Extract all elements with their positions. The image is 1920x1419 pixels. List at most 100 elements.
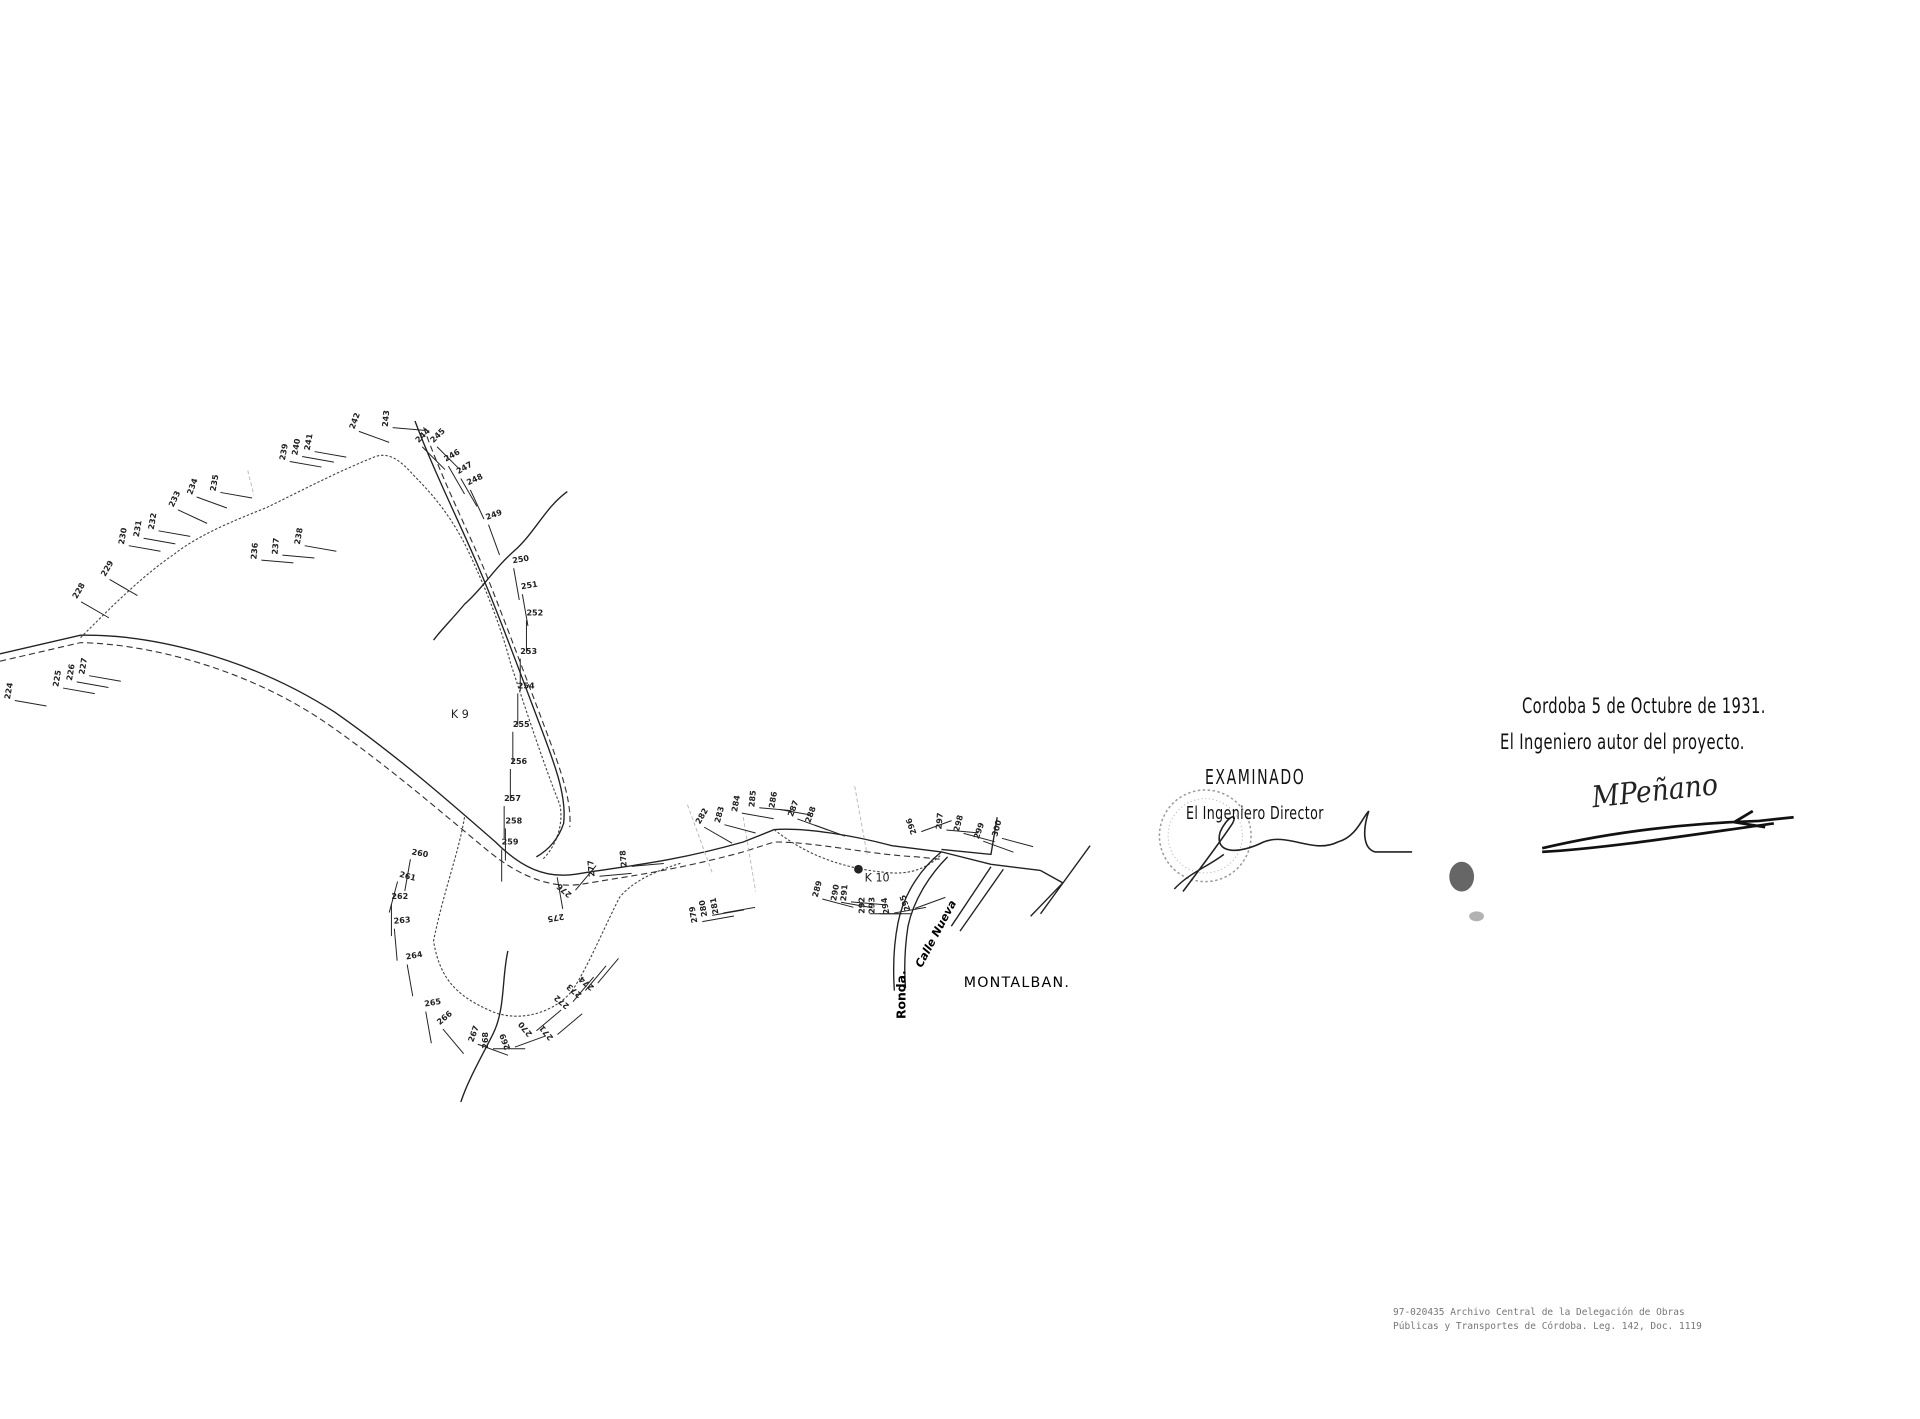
station-cross-section-line <box>741 812 774 820</box>
ronda-street <box>892 851 942 991</box>
station-cross-section-line <box>404 859 411 892</box>
station-cross-section-line <box>393 928 398 961</box>
station-cross-section-line <box>469 489 485 520</box>
station-label: 287 <box>786 799 800 818</box>
station-cross-section-line <box>63 687 95 695</box>
station-cross-section-line <box>421 446 446 470</box>
station-cross-section-line <box>536 1009 562 1032</box>
station-cross-section-line <box>921 820 952 833</box>
station-cross-section-line <box>572 976 595 1002</box>
station-label: 295 <box>898 893 912 912</box>
station-cross-section-line <box>143 537 176 545</box>
station-cross-section-line <box>778 808 811 816</box>
station-cross-section-line <box>724 824 756 834</box>
archive-note-line2: Públicas y Transportes de Córdoba. Leg. … <box>1393 1321 1702 1332</box>
author-signature-text: MPeñano <box>1589 767 1719 815</box>
station-label: 289 <box>811 879 824 898</box>
station-cross-section-line <box>76 681 109 688</box>
street-label-ronda: Ronda. <box>894 970 908 1019</box>
station-label: 242 <box>348 411 362 430</box>
archive-note: 97-020435 Archivo Central de la Delegaci… <box>1393 1306 1702 1334</box>
road-end-2 <box>1039 845 1091 915</box>
station-cross-section-line <box>514 1035 546 1048</box>
station-cross-section-line <box>556 877 564 910</box>
station-cross-section-line <box>261 559 294 564</box>
station-label: 240 <box>290 438 302 456</box>
station-label: 235 <box>209 473 221 491</box>
upper-route-axis <box>423 427 571 828</box>
station-label: 272 <box>552 993 571 1011</box>
station-label: 227 <box>77 657 89 675</box>
station-label: 300 <box>990 819 1003 838</box>
station-cross-section-line <box>822 898 854 908</box>
town-label: MONTALBAN. <box>964 975 1070 991</box>
station-cross-section-line <box>631 863 664 867</box>
station-cross-section-line <box>460 478 478 507</box>
station-label: 263 <box>393 915 411 925</box>
station-label: 243 <box>381 410 391 428</box>
station-label: 294 <box>880 897 892 915</box>
station-label: 254 <box>518 681 535 690</box>
station-label: 251 <box>520 580 539 592</box>
station-label: 256 <box>510 757 527 766</box>
station-cross-section-line <box>282 554 315 559</box>
station-cross-section-line <box>392 427 425 431</box>
km-marker-label: K 10 <box>865 872 890 885</box>
author-signature: MPeñano <box>1541 767 1794 854</box>
station-cross-section-line <box>80 601 110 619</box>
station-cross-section-line <box>584 965 607 991</box>
upper-route-edge <box>414 420 565 858</box>
station-cross-section-line <box>314 451 347 458</box>
station-label: 255 <box>513 720 530 729</box>
station-cross-section-line <box>850 901 884 906</box>
official-stamp <box>1158 789 1252 883</box>
station-cross-section-line <box>406 964 414 997</box>
station-cross-section-line <box>702 915 735 923</box>
station-label: 237 <box>270 537 280 555</box>
station-cross-section-line <box>442 1028 465 1055</box>
station-cross-section-line <box>220 491 253 499</box>
station-label: 234 <box>185 477 199 496</box>
station-label: 233 <box>167 489 182 508</box>
main-road <box>0 634 1041 876</box>
route-lines <box>0 420 1091 1103</box>
station-cross-section-line <box>128 545 161 552</box>
station-cross-section-line <box>14 699 47 707</box>
station-cross-section-line <box>597 958 619 984</box>
road-upper-right <box>941 817 998 856</box>
station-label: 245 <box>429 426 448 445</box>
station-label: 290 <box>829 883 841 901</box>
author-title: El Ingeniero autor del proyecto. <box>1500 730 1745 754</box>
upper-route <box>80 454 562 860</box>
calle-nueva-edge-2 <box>959 868 1004 932</box>
station-label: 260 <box>411 847 430 859</box>
station-label: 267 <box>467 1024 481 1043</box>
station-cross-section-line <box>358 430 390 443</box>
station-cross-section-line <box>477 1043 509 1056</box>
station-cross-section-line <box>89 675 121 682</box>
station-label: 274 <box>577 974 596 992</box>
station-label: 259 <box>502 837 519 846</box>
ronda-street-edge <box>904 856 949 989</box>
creek-north <box>432 491 568 641</box>
station-label: 297 <box>934 812 944 830</box>
station-label: 230 <box>117 527 129 545</box>
station-cross-section-line <box>521 594 529 627</box>
station-cross-section-line <box>109 579 138 597</box>
station-label: 292 <box>858 897 867 914</box>
station-label: 278 <box>618 849 628 867</box>
station-label: 261 <box>398 870 417 883</box>
station-cross-section-line <box>894 906 927 914</box>
station-label: 270 <box>516 1019 534 1038</box>
station-label: 291 <box>839 884 849 902</box>
station-label: 298 <box>952 814 965 833</box>
station-label: 296 <box>904 816 918 835</box>
station-label: 282 <box>694 807 710 826</box>
station-label: 299 <box>972 821 986 840</box>
calle-nueva-edge-1 <box>950 866 992 927</box>
station-cross-section-line <box>436 446 461 470</box>
station-label: 236 <box>249 542 259 560</box>
station-cross-section-line <box>575 865 597 891</box>
director-signature <box>1173 810 1413 893</box>
south-loop-road <box>432 817 682 1017</box>
